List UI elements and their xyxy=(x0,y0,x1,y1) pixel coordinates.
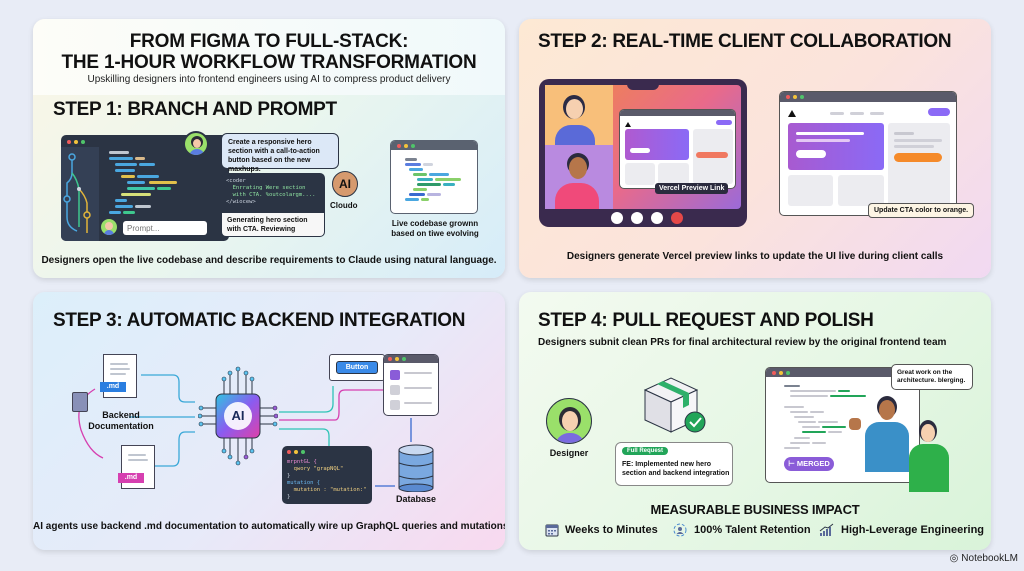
step3-title: STEP 3: AUTOMATIC BACKEND INTEGRATION xyxy=(53,310,466,331)
ai-code-snippet: <coder Enrrating Were section with CTA. … xyxy=(226,178,316,205)
live-codebase-caption: Live codebase grownn based on tiwe evolv… xyxy=(391,219,479,238)
step3-caption: AI agents use backend .md documentation … xyxy=(33,521,505,532)
pull-request-card[interactable]: Full Request FE: Implemented new hero se… xyxy=(615,442,733,486)
calendar-icon xyxy=(545,524,559,537)
ai-response-panel: <coder Enrrating Were section with CTA. … xyxy=(221,173,325,237)
client-comment-bubble: Update CTA color to orange. xyxy=(868,203,975,218)
pr-badge: Full Request xyxy=(622,447,669,455)
designer-label: Designer xyxy=(549,448,589,458)
git-branch-panel xyxy=(61,147,99,241)
designer-avatar xyxy=(546,398,592,444)
video-call-tablet: Vercel Preview Link xyxy=(539,79,747,227)
button-component[interactable]: Button xyxy=(336,361,378,374)
step2-caption: Designers generate Vercel preview links … xyxy=(566,251,944,262)
sidebar-card xyxy=(888,123,950,206)
call-controls xyxy=(611,212,683,224)
reviewers-illustration xyxy=(849,392,969,492)
nav-button[interactable] xyxy=(928,108,950,116)
database-icon xyxy=(397,442,435,493)
database-label: Database xyxy=(395,494,437,504)
hang-up-icon[interactable] xyxy=(671,212,683,224)
step2-title: STEP 2: REAL-TIME CLIENT COLLABORATION xyxy=(538,31,952,52)
prompt-input[interactable] xyxy=(123,221,207,235)
ai-chip-icon: AI xyxy=(197,364,279,468)
vercel-logo-icon xyxy=(788,110,796,117)
shared-preview-window xyxy=(619,109,736,189)
participant-tile-2 xyxy=(545,145,613,209)
metric-high-leverage: High-Leverage Engineering xyxy=(819,523,984,537)
page-title-line2: THE 1-HOUR WORKFLOW TRANSFORMATION xyxy=(61,52,477,73)
button-component-preview: Button xyxy=(329,354,385,381)
graphql-code-window: mrpntGL { qwory "grapNQL" } mutation { m… xyxy=(282,446,372,504)
screen-share-icon[interactable] xyxy=(651,212,663,224)
video-icon[interactable] xyxy=(631,212,643,224)
vercel-preview-link[interactable]: Vercel Preview Link xyxy=(655,183,729,194)
metric-weeks-to-minutes: Weeks to Minutes xyxy=(545,523,658,537)
team-icon xyxy=(673,523,687,537)
page-title-line1: FROM FIGMA TO FULL-STACK: xyxy=(129,31,409,52)
git-branch-icon xyxy=(63,153,91,233)
user-prompt-bubble: Create a responsive hero section with a … xyxy=(221,133,339,173)
page-subtitle: Upskilling designers into frontend engin… xyxy=(87,74,451,85)
step1-card: FROM FIGMA TO FULL-STACK: THE 1-HOUR WOR… xyxy=(33,19,505,278)
participant-tile-1 xyxy=(545,85,613,145)
user-avatar-small xyxy=(101,219,117,235)
step2-card: STEP 2: REAL-TIME CLIENT COLLABORATION V… xyxy=(519,19,991,278)
live-codebase-window xyxy=(390,140,478,214)
header-band xyxy=(33,19,505,95)
package-icon xyxy=(639,374,709,438)
cta-button[interactable] xyxy=(894,153,942,162)
notebooklm-logo-icon: ◎ xyxy=(949,553,959,564)
reviewer-comment-bubble: Great work on the architecture. blerging… xyxy=(891,364,973,390)
hero-section xyxy=(788,123,884,170)
backend-doc-icon xyxy=(72,392,88,412)
code-lines xyxy=(103,149,223,219)
graphql-code: mrpntGL { qwory "grapNQL" } mutation { m… xyxy=(287,459,367,500)
browser-preview-window xyxy=(779,91,957,216)
ui-list-window xyxy=(383,354,439,416)
step4-card: STEP 4: PULL REQUEST AND POLISH Designer… xyxy=(519,292,991,550)
step4-subtitle: Designers subnit clean PRs for final arc… xyxy=(538,337,947,348)
claude-logo-icon: AI xyxy=(332,171,358,197)
merge-icon: ⊢ xyxy=(788,459,797,468)
metric-talent-retention: 100% Talent Retention xyxy=(672,523,811,537)
camera-icon[interactable] xyxy=(611,212,623,224)
step1-caption: Designers open the live codebase and des… xyxy=(41,255,497,266)
flow-connectors xyxy=(78,374,412,487)
merged-badge: ⊢ MERGED xyxy=(784,457,834,471)
impact-title: MEASURABLE BUSINESS IMPACT xyxy=(650,502,860,517)
camera-notch xyxy=(627,84,659,90)
ai-status-text: Generating hero section with CTA. Review… xyxy=(222,213,324,236)
md-doc-1: .md xyxy=(100,354,137,398)
designer-avatar xyxy=(183,131,209,157)
step3-card: STEP 3: AUTOMATIC BACKEND INTEGRATION .m… xyxy=(33,292,505,550)
pr-description: FE: Implemented new hero section and bac… xyxy=(622,461,730,477)
step4-title: STEP 4: PULL REQUEST AND POLISH xyxy=(538,310,874,331)
window-controls xyxy=(67,140,85,144)
md-doc-2: .md xyxy=(118,445,155,489)
step1-title: STEP 1: BRANCH AND PROMPT xyxy=(53,99,337,120)
growth-chart-icon xyxy=(819,523,834,536)
claude-label: Cloudo xyxy=(330,201,358,210)
notebooklm-brand: ◎ NotebookLM xyxy=(949,553,1018,564)
